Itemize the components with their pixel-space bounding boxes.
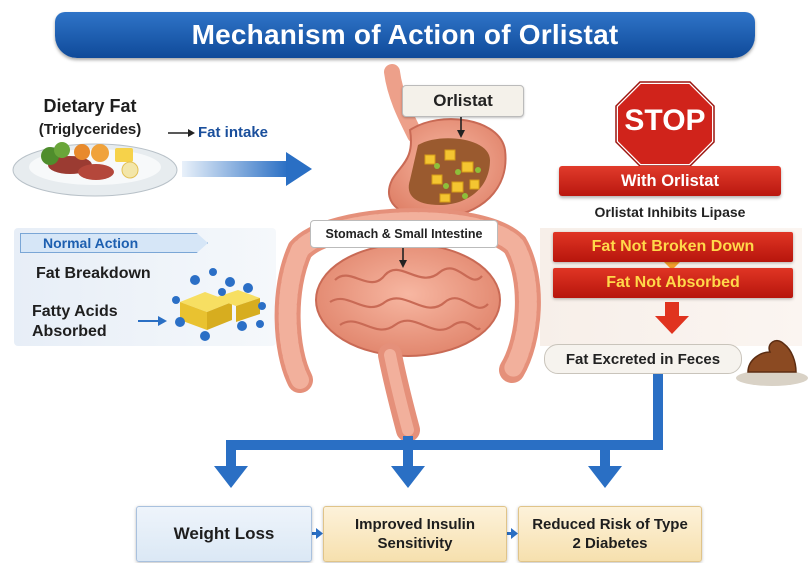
stop-sign-text: STOP xyxy=(616,104,714,138)
outcome-diabetes-risk: Reduced Risk of Type 2 Diabetes xyxy=(518,506,702,562)
inhibits-lipase-label: Orlistat Inhibits Lipase xyxy=(560,204,780,220)
page-title: Mechanism of Action of Orlistat xyxy=(192,19,619,51)
triglycerides-label: (Triglycerides) xyxy=(28,121,152,138)
outcome-insulin-sensitivity: Improved Insulin Sensitivity xyxy=(323,506,507,562)
fatty-acids-label: Fatty Acids Absorbed xyxy=(32,302,142,342)
red-down-arrow-icon xyxy=(655,302,689,334)
normal-action-tag: Normal Action xyxy=(20,233,208,253)
orlistat-label: Orlistat xyxy=(402,85,524,117)
intestine-icon xyxy=(288,221,528,430)
title-banner: Mechanism of Action of Orlistat xyxy=(55,12,755,58)
food-plate-icon xyxy=(13,142,177,196)
outcome-weight-loss: Weight Loss xyxy=(136,506,312,562)
intake-arrow-icon xyxy=(182,152,312,186)
fat-molecule-icon xyxy=(172,268,266,341)
diabetes-risk-label: Reduced Risk of Type 2 Diabetes xyxy=(530,515,690,553)
fat-breakdown-label: Fat Breakdown xyxy=(36,265,151,283)
outcome-arrows-icon xyxy=(214,372,663,488)
fat-excreted-label: Fat Excreted in Feces xyxy=(544,344,742,374)
insulin-sensitivity-label: Improved Insulin Sensitivity xyxy=(345,515,485,553)
fat-intake-label: Fat intake xyxy=(198,124,268,141)
weight-loss-label: Weight Loss xyxy=(174,524,275,544)
dietary-fat-label: Dietary Fat xyxy=(30,96,150,117)
fat-not-absorbed-box: Fat Not Absorbed xyxy=(553,268,793,298)
fat-not-broken-box: Fat Not Broken Down xyxy=(553,232,793,262)
stomach-intestine-label: Stomach & Small Intestine xyxy=(310,220,498,248)
feces-icon xyxy=(736,341,808,386)
with-orlistat-header: With Orlistat xyxy=(559,166,781,196)
small-arrow-icon xyxy=(168,129,195,137)
